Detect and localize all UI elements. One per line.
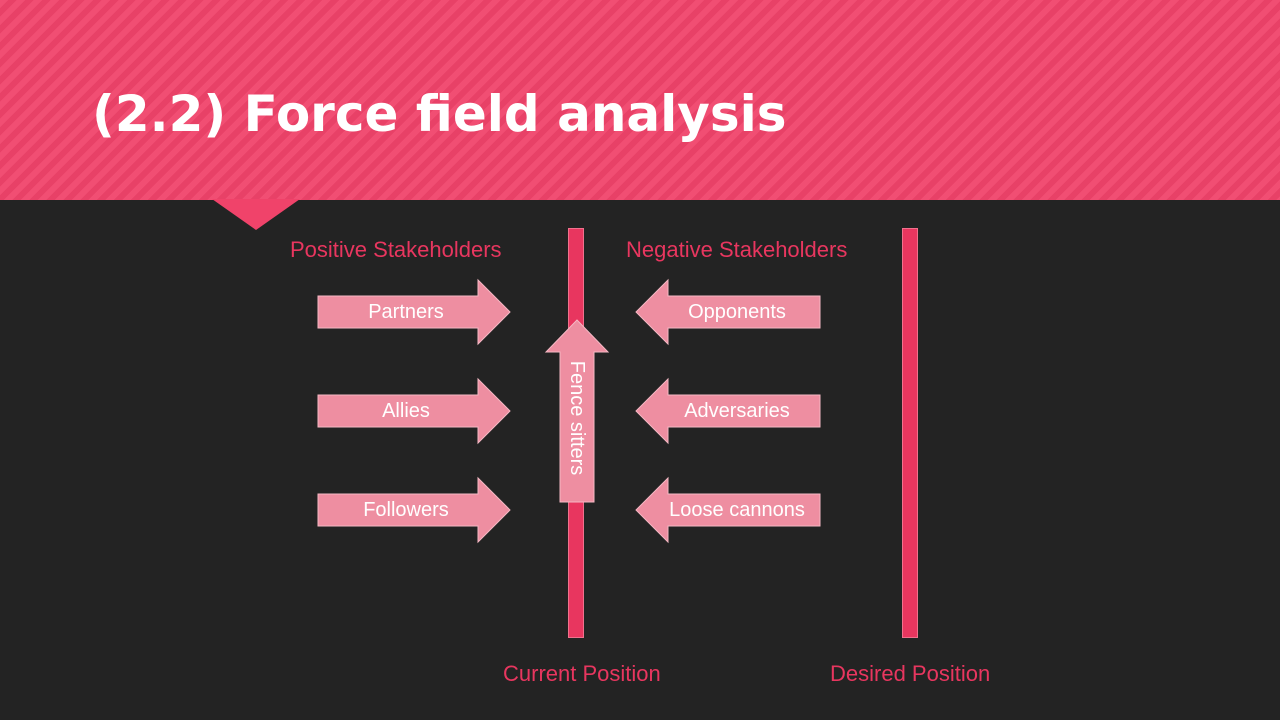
- slide-title: (2.2) Force field analysis: [92, 85, 787, 143]
- desired-position-line: [902, 228, 918, 638]
- title-banner: [0, 0, 1280, 200]
- arrow-label-followers: Followers: [363, 499, 449, 521]
- arrow-partners: Partners: [317, 278, 511, 346]
- arrow-label-adversaries: Adversaries: [684, 400, 790, 422]
- arrow-label-allies: Allies: [382, 400, 430, 422]
- arrow-adversaries: Adversaries: [635, 377, 821, 445]
- arrow-followers: Followers: [317, 476, 511, 544]
- arrow-label-loose-cannons: Loose cannons: [669, 499, 805, 521]
- arrow-opponents: Opponents: [635, 278, 821, 346]
- arrow-label-fence-sitters: Fence sitters: [566, 361, 588, 475]
- arrow-allies: Allies: [317, 377, 511, 445]
- arrow-label-opponents: Opponents: [688, 301, 786, 323]
- positive-stakeholders-heading: Positive Stakeholders: [290, 237, 502, 262]
- banner-notch: [212, 199, 300, 230]
- arrow-loose-cannons: Loose cannons: [635, 476, 821, 544]
- negative-stakeholders-heading: Negative Stakeholders: [626, 237, 848, 262]
- current-position-label: Current Position: [503, 661, 661, 686]
- desired-position-label: Desired Position: [830, 661, 991, 686]
- arrow-label-partners: Partners: [368, 301, 444, 323]
- arrow-fence-sitters: Fence sitters: [544, 319, 610, 503]
